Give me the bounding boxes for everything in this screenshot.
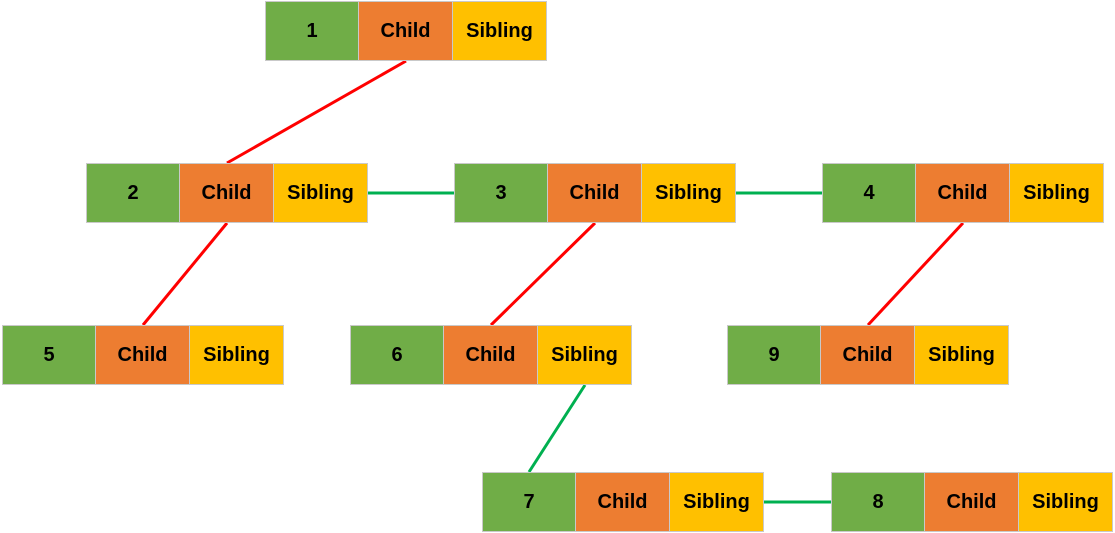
- child-pointer: Child: [180, 163, 274, 223]
- node-4: 4 Child Sibling: [822, 163, 1104, 223]
- child-pointer: Child: [444, 325, 538, 385]
- sibling-pointer: Sibling: [453, 1, 547, 61]
- node-3: 3 Child Sibling: [454, 163, 736, 223]
- node-6: 6 Child Sibling: [350, 325, 632, 385]
- sibling-pointer: Sibling: [915, 325, 1009, 385]
- sibling-pointer: Sibling: [1010, 163, 1104, 223]
- node-number: 7: [482, 472, 576, 532]
- node-number: 5: [2, 325, 96, 385]
- node-number: 1: [265, 1, 359, 61]
- child-link-1-2: [226, 59, 407, 165]
- child-pointer: Child: [925, 472, 1019, 532]
- child-pointer: Child: [359, 1, 453, 61]
- sibling-pointer: Sibling: [538, 325, 632, 385]
- sibling-pointer: Sibling: [190, 325, 284, 385]
- node-number: 8: [831, 472, 925, 532]
- node-5: 5 Child Sibling: [2, 325, 284, 385]
- node-7: 7 Child Sibling: [482, 472, 764, 532]
- sibling-link-6-7: [527, 384, 587, 473]
- node-8: 8 Child Sibling: [831, 472, 1113, 532]
- child-pointer: Child: [96, 325, 190, 385]
- child-pointer: Child: [821, 325, 915, 385]
- node-2: 2 Child Sibling: [86, 163, 368, 223]
- node-number: 2: [86, 163, 180, 223]
- node-number: 3: [454, 163, 548, 223]
- node-9: 9 Child Sibling: [727, 325, 1009, 385]
- sibling-pointer: Sibling: [1019, 472, 1113, 532]
- child-pointer: Child: [576, 472, 670, 532]
- child-link-4-9: [866, 221, 965, 327]
- sibling-pointer: Sibling: [274, 163, 368, 223]
- child-pointer: Child: [916, 163, 1010, 223]
- node-number: 9: [727, 325, 821, 385]
- node-1: 1 Child Sibling: [265, 1, 547, 61]
- sibling-pointer: Sibling: [670, 472, 764, 532]
- node-number: 6: [350, 325, 444, 385]
- child-link-2-5: [141, 222, 229, 326]
- node-number: 4: [822, 163, 916, 223]
- sibling-pointer: Sibling: [642, 163, 736, 223]
- child-pointer: Child: [548, 163, 642, 223]
- child-link-3-6: [489, 221, 597, 327]
